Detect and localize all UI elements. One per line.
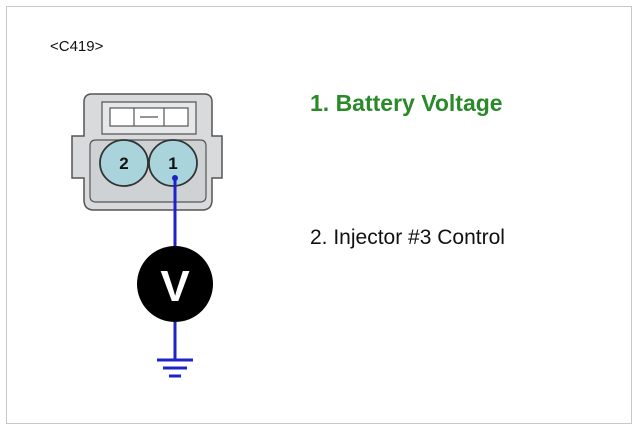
pin-2-label: 2 (119, 154, 128, 173)
ground-icon (157, 358, 193, 378)
pin-2-description: 2. Injector #3 Control (310, 226, 505, 249)
pin-1-description: 1. Battery Voltage (310, 90, 503, 116)
connector-housing (71, 93, 223, 211)
connector-id-label: <C419> (50, 38, 104, 55)
probe-contact (172, 175, 178, 181)
voltmeter-symbol: V (160, 262, 190, 311)
voltmeter-body (137, 246, 213, 322)
pin-2: 2 (99, 139, 149, 187)
pin-1: 1 (148, 139, 198, 187)
voltmeter: V (137, 246, 213, 322)
pin-1-label: 1 (168, 154, 177, 173)
diagram-frame (6, 6, 632, 424)
